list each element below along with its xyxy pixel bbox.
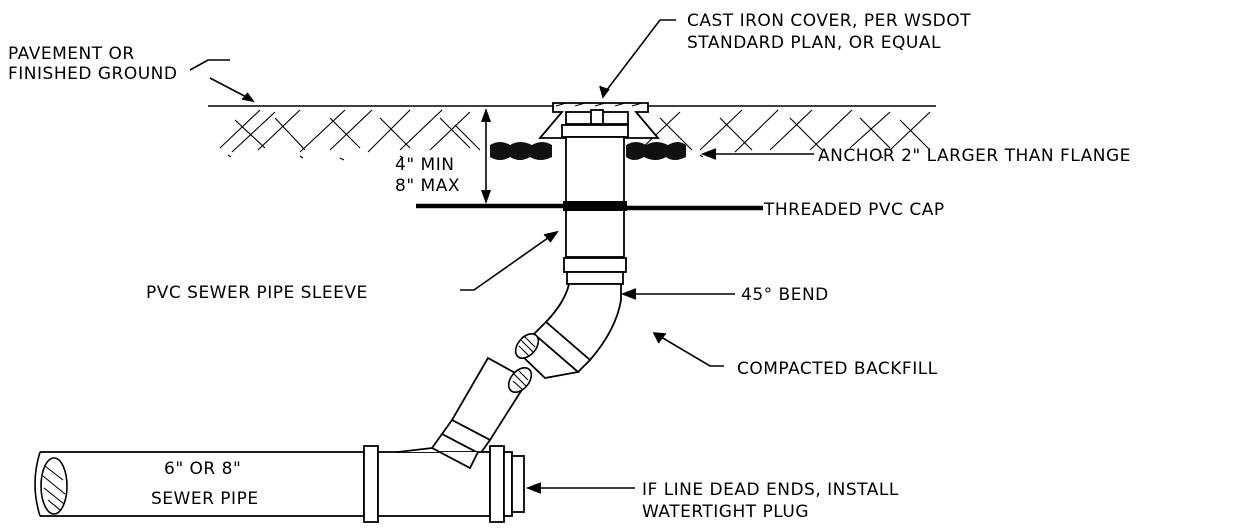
pavement-label-line2: FINISHED GROUND xyxy=(8,64,177,84)
depth-dimension xyxy=(481,108,491,204)
sewer-label-line2: SEWER PIPE xyxy=(151,489,259,509)
concrete-anchor xyxy=(490,142,686,160)
earth-hatch-left xyxy=(219,109,481,161)
lower-riser xyxy=(430,356,533,470)
dimension-min-label: 4" MIN xyxy=(395,155,454,175)
pvc-sleeve xyxy=(561,124,629,258)
earth-hatch-right xyxy=(639,109,931,159)
cover-label-line1: CAST IRON COVER, PER WSDOT xyxy=(687,11,971,31)
sleeve-label: PVC SEWER PIPE SLEEVE xyxy=(146,283,368,303)
cover-label-line2: STANDARD PLAN, OR EQUAL xyxy=(687,33,941,53)
sewer-label-line1: 6" OR 8" xyxy=(164,459,241,479)
main-sewer-pipe xyxy=(34,445,525,523)
plug-label-line2: WATERTIGHT PLUG xyxy=(642,502,809,522)
bend-label: 45° BEND xyxy=(741,285,829,305)
pavement-label-line1: PAVEMENT OR xyxy=(8,44,135,64)
threaded-cap-line xyxy=(416,203,763,211)
anchor-label: ANCHOR 2" LARGER THAN FLANGE xyxy=(818,146,1131,166)
bend-assembly xyxy=(514,257,627,379)
backfill-label: COMPACTED BACKFILL xyxy=(737,359,938,379)
dimension-max-label: 8" MAX xyxy=(395,176,460,196)
leader-lines xyxy=(189,19,814,494)
plug-label-line1: IF LINE DEAD ENDS, INSTALL xyxy=(642,480,899,500)
cap-label: THREADED PVC CAP xyxy=(763,200,945,220)
labels: PAVEMENT OR FINISHED GROUND CAST IRON CO… xyxy=(8,11,1131,522)
